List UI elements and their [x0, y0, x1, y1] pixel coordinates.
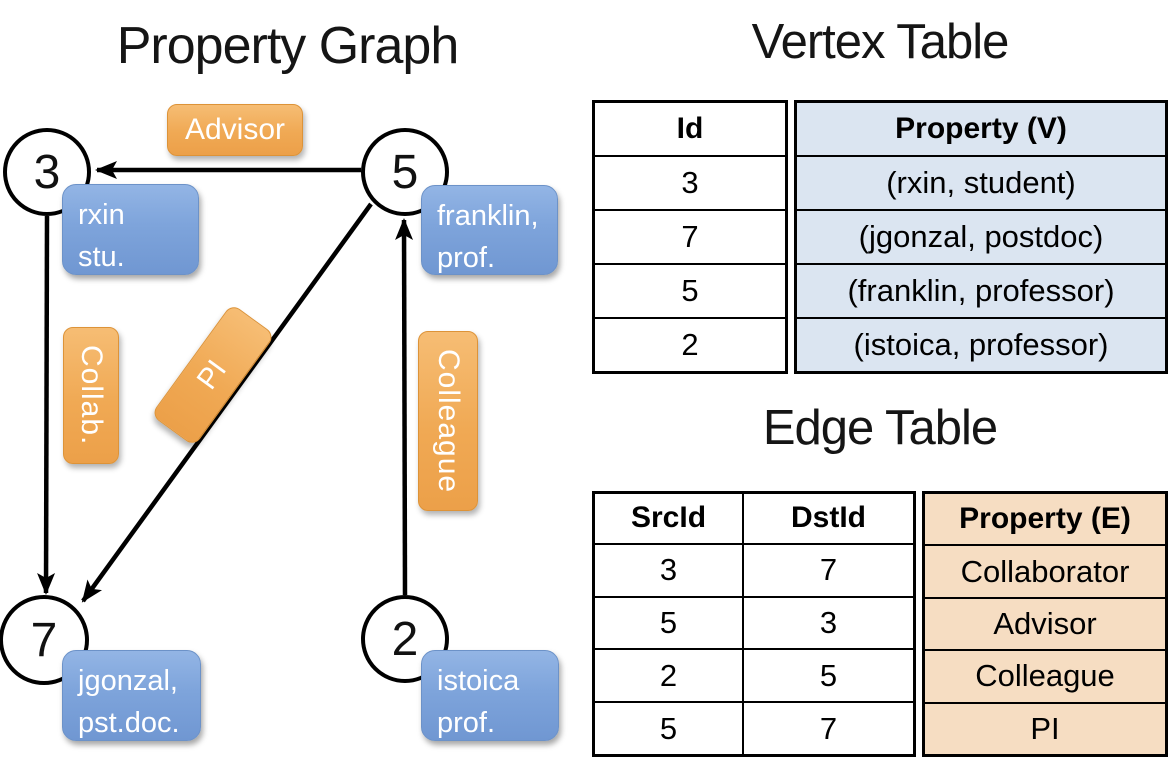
edge-label-pi-text: PI [191, 354, 234, 396]
edge-table-row-property: PI [925, 701, 1165, 754]
edge-label-collab-text: Collab. [75, 345, 108, 446]
vertex-table-row-id: 3 [595, 155, 785, 209]
node-3-property-line2: stu. [78, 241, 125, 274]
edge-table-dstid-header: DstId [791, 501, 866, 535]
vertex-table-id-column: Id 3 7 5 2 [592, 100, 788, 374]
edge-table-property-column: Property (E) Collaborator Advisor Collea… [922, 491, 1168, 757]
edge-table-row-property: Collaborator [925, 544, 1165, 596]
edge-label-colleague-text: Colleague [432, 348, 465, 494]
edge-table-row-dst: 5 [744, 648, 913, 701]
vertex-table-title: Vertex Table [751, 15, 1010, 69]
edge-table-row-src: 5 [595, 595, 744, 649]
vertex-table-row-property: (istoica, professor) [797, 317, 1165, 371]
edge-table-row-src: 2 [595, 648, 744, 702]
edge-label-collab: Collab. [63, 327, 119, 464]
node-5-property-line2: prof. [437, 242, 496, 275]
node-5-property-callout: franklin, prof. [421, 185, 558, 275]
node-2-property-line1: istoica [437, 665, 520, 697]
vertex-table-id-header: Id [676, 112, 704, 145]
edge-collab-arrow [37, 215, 56, 595]
edge-label-advisor-text: Advisor [184, 113, 286, 146]
vertex-table-property-column: Property (V) (rxin, student) (jgonzal, p… [794, 100, 1168, 374]
edge-label-colleague: Colleague [418, 331, 478, 511]
vertex-table-row-id: 2 [595, 317, 785, 371]
edge-colleague-arrow [395, 218, 414, 596]
node-7-property-line1: jgonzal, [78, 665, 178, 697]
edge-table-row-dst: 3 [744, 595, 913, 649]
vertex-table: Id 3 7 5 2 Property (V) (rxin, student) … [592, 100, 1168, 374]
vertex-table-row-property: (franklin, professor) [797, 263, 1165, 317]
edge-table-title: Edge Table [762, 401, 998, 455]
edge-table-src-dst-columns: SrcId DstId 3 7 5 3 2 5 5 7 [592, 491, 916, 757]
edge-table-row-property: Colleague [925, 649, 1165, 701]
node-7-property-line2: pst.doc. [78, 707, 180, 740]
edge-label-advisor: Advisor [167, 104, 303, 156]
edge-label-pi: PI [150, 303, 276, 447]
edge-table-row-dst: 7 [744, 701, 913, 754]
graph-node-5: 5 [361, 128, 449, 216]
edge-table-row-property: Advisor [925, 596, 1165, 649]
node-7-id: 7 [30, 613, 58, 667]
node-3-property-callout: rxin stu. [62, 184, 199, 275]
vertex-table-row-id: 5 [595, 263, 785, 317]
vertex-table-row-id: 7 [595, 209, 785, 263]
node-5-property-line1: franklin, [437, 200, 539, 232]
edge-table-row-src: 3 [595, 542, 744, 596]
edge-table-row-src: 5 [595, 701, 744, 754]
vertex-table-property-header: Property (V) [895, 112, 1067, 145]
node-7-property-callout: jgonzal, pst.doc. [62, 650, 201, 741]
edge-table: SrcId DstId 3 7 5 3 2 5 5 7 Property (E)… [592, 491, 1168, 757]
node-2-id: 2 [391, 612, 419, 666]
node-3-id: 3 [33, 145, 61, 199]
node-5-id: 5 [391, 145, 419, 199]
edge-table-row-dst: 7 [744, 542, 913, 596]
node-3-property-line1: rxin [78, 199, 125, 231]
node-2-property-callout: istoica prof. [421, 650, 559, 741]
edge-table-property-header: Property (E) [959, 502, 1131, 536]
vertex-table-row-property: (jgonzal, postdoc) [797, 209, 1165, 263]
graph-node-3: 3 [3, 128, 91, 216]
property-graph-title: Property Graph [116, 17, 460, 75]
node-2-property-line2: prof. [437, 707, 496, 740]
edge-table-srcid-header: SrcId [595, 494, 744, 543]
vertex-table-row-property: (rxin, student) [797, 155, 1165, 209]
